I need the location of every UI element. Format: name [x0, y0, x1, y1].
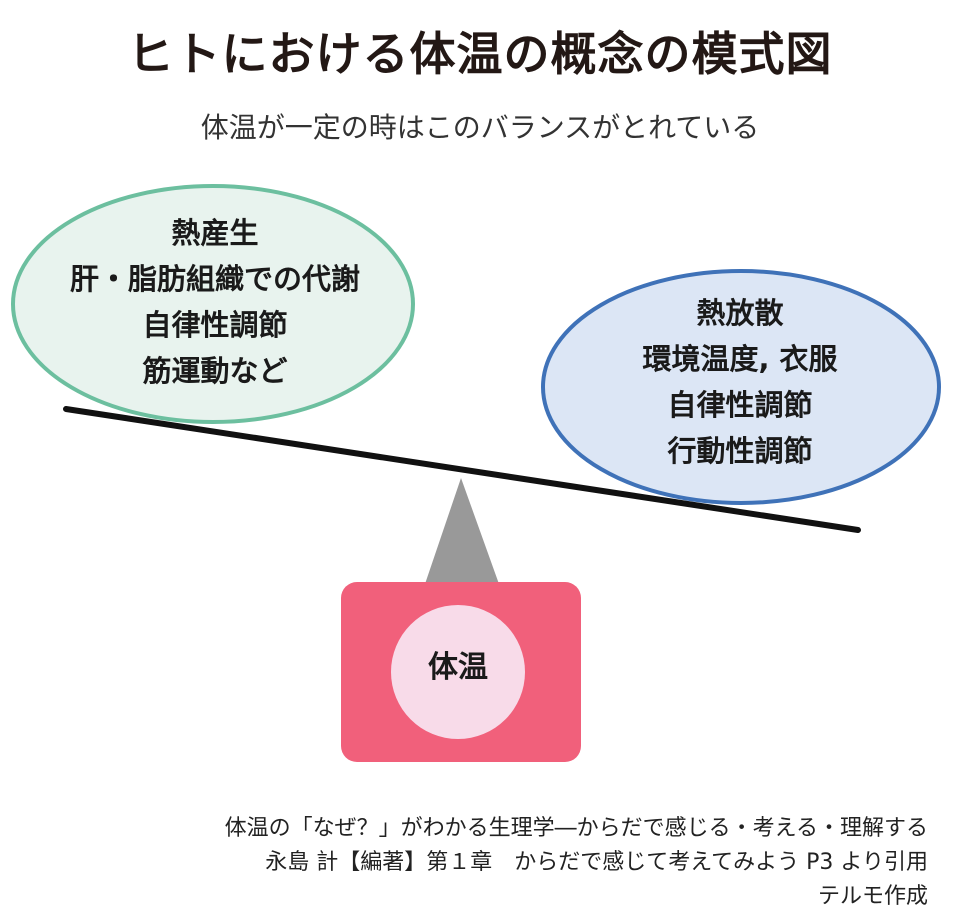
balance-beam — [63, 406, 861, 533]
citation-line: 体温の「なぜ？」がわかる生理学―からだで感じる・考える・理解する — [224, 816, 928, 841]
heat-loss-item: 環境温度, 衣服 — [642, 342, 838, 376]
heat-production-ellipse — [11, 184, 415, 424]
heat-loss-item: 行動性調節 — [667, 434, 813, 468]
heat-loss-heading: 熱放散 — [696, 296, 784, 330]
heat-production-text: 熱産生 肝・脂肪組織での代謝 自律性調節 筋運動など — [30, 210, 400, 394]
body-temperature-circle — [391, 605, 525, 739]
heat-production-item: 筋運動など — [142, 354, 288, 388]
fulcrum-triangle — [425, 478, 499, 584]
citation-author: テルモ作成 — [817, 884, 928, 909]
heat-loss-ellipse — [541, 269, 941, 505]
heat-production-item: 肝・脂肪組織での代謝 — [69, 262, 360, 296]
page-title: ヒトにおける体温の概念の模式図 — [127, 27, 833, 81]
heat-production-item: 自律性調節 — [142, 308, 288, 342]
citation: 体温の「なぜ？」がわかる生理学―からだで感じる・考える・理解する 永島 計【編著… — [225, 812, 928, 914]
heat-loss-item: 自律性調節 — [667, 388, 813, 422]
citation-line: 永島 計【編著】第１章 からだで感じて考えてみよう P3 より引用 — [265, 850, 928, 875]
subtitle: 体温が一定の時はこのバランスがとれている — [200, 111, 760, 144]
body-temperature-label: 体温 — [428, 650, 488, 685]
heat-production-heading: 熱産生 — [171, 216, 259, 250]
heat-loss-text: 熱放散 環境温度, 衣服 自律性調節 行動性調節 — [545, 290, 935, 474]
